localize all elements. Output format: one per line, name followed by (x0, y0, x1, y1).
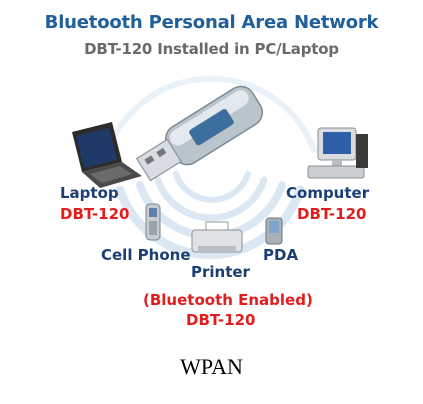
laptop-model: DBT-120 (60, 205, 130, 223)
laptop-icon (72, 122, 142, 188)
computer-icon (307, 127, 368, 179)
cell-phone-label: Cell Phone (101, 246, 191, 264)
figure-caption: WPAN (180, 354, 243, 379)
pda-icon (265, 217, 283, 245)
computer-model: DBT-120 (297, 205, 367, 223)
diagram-title: Bluetooth Personal Area Network (44, 12, 379, 33)
computer-label: Computer (286, 184, 370, 202)
printer-label: Printer (191, 263, 250, 281)
cell-phone-icon (145, 203, 161, 241)
bluetooth-dongle-icon (135, 85, 264, 182)
printer-note: (Bluetooth Enabled) (143, 291, 313, 309)
printer-model: DBT-120 (186, 311, 256, 329)
laptop-label: Laptop (60, 184, 119, 202)
diagram-subtitle: DBT-120 Installed in PC/Laptop (84, 40, 339, 58)
pda-label: PDA (263, 246, 299, 264)
printer-icon (191, 221, 243, 253)
